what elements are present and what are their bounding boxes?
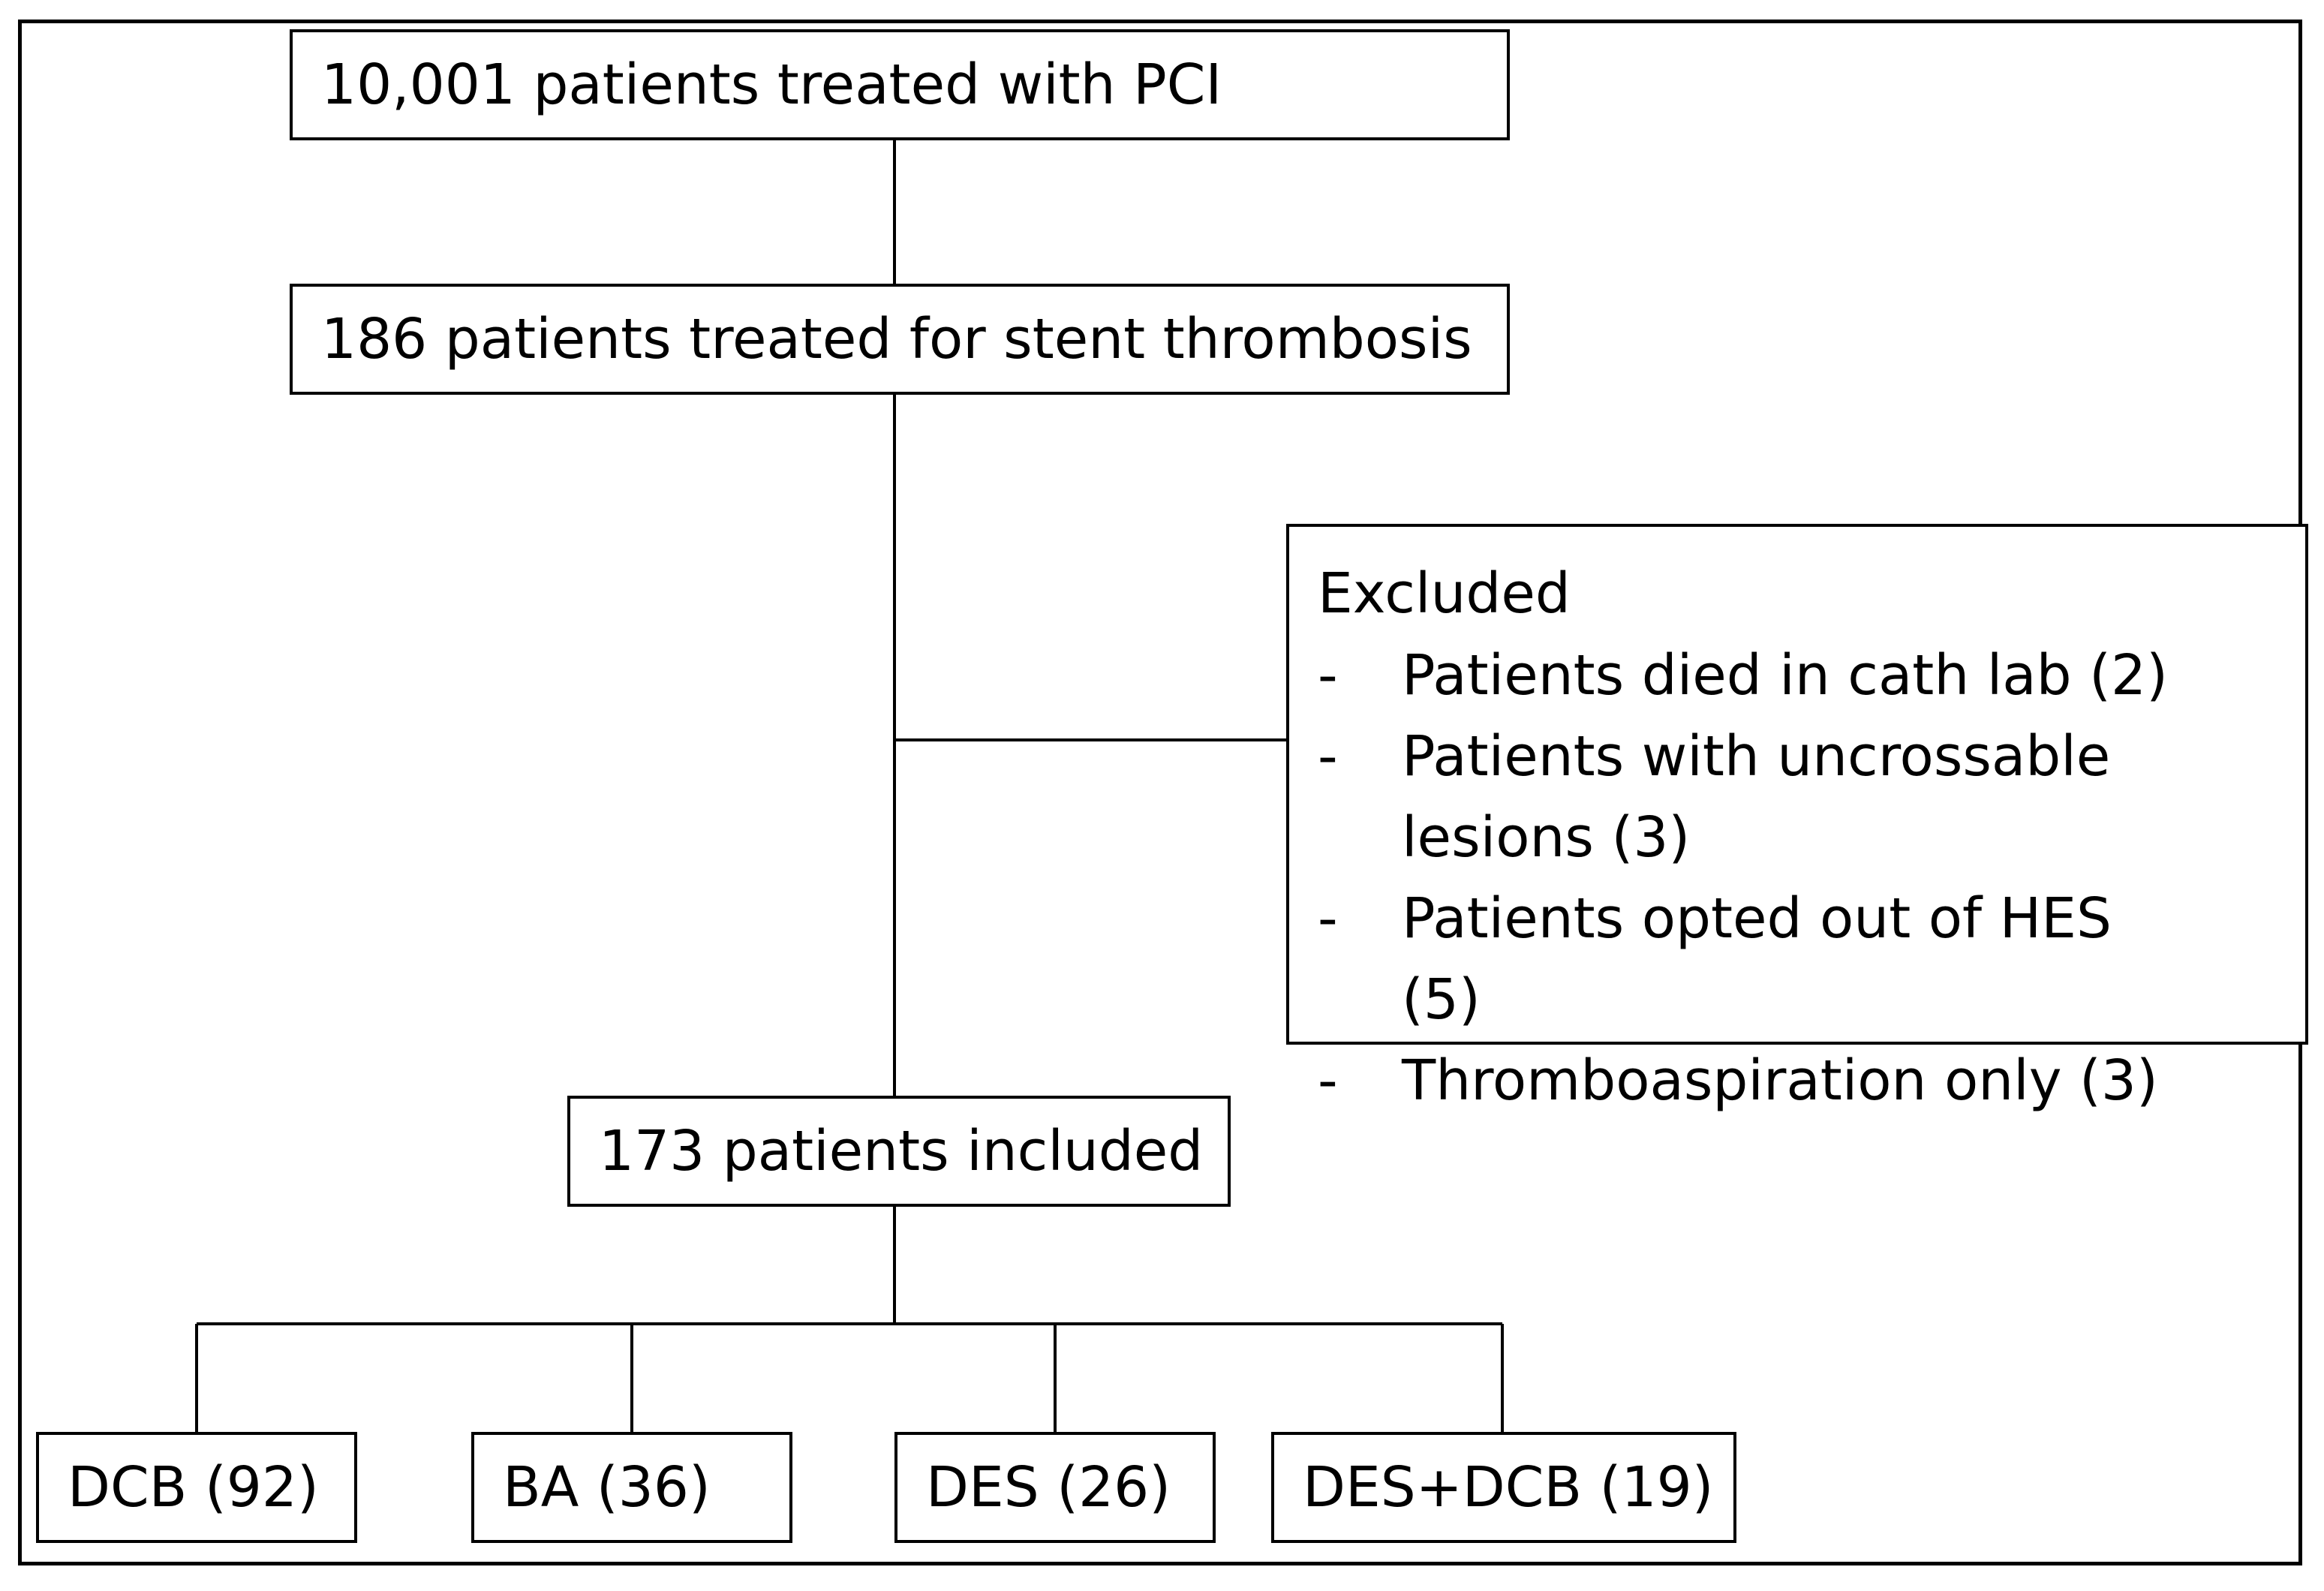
box-excluded: Excluded -Patients died in cath lab (2) … [1286,524,2308,1113]
box-pci-patients-text: 10,001 patients treated with PCI [321,53,1222,117]
box-arm-ba: BA (36) [471,1432,792,1543]
excluded-item-text: Patients opted out of HES (5) [1402,886,2112,1032]
arm-label: DES+DCB (19) [1303,1455,1714,1520]
box-included-text: 173 patients included [599,1119,1204,1183]
box-stent-thrombosis: 186 patients treated for stent thrombosi… [290,284,1510,395]
excluded-item: -Patients with uncrossable lesions (3) [1318,724,2111,870]
box-arm-dcb: DCB (92) [36,1432,357,1543]
arm-label: DCB (92) [68,1455,319,1520]
box-arm-des-dcb: DES+DCB (19) [1271,1432,1736,1543]
box-stent-thrombosis-text: 186 patients treated for stent thrombosi… [321,307,1472,371]
arm-label: BA (36) [503,1455,711,1520]
excluded-list: -Patients died in cath lab (2) -Patients… [1318,635,2305,1121]
box-arm-des: DES (26) [894,1432,1216,1543]
excluded-item: -Thromboaspiration only (3) [1318,1048,2158,1113]
excluded-item: -Patients died in cath lab (2) [1318,643,2168,708]
excluded-item-text: Thromboaspiration only (3) [1402,1048,2158,1113]
box-pci-patients: 10,001 patients treated with PCI [290,29,1510,140]
excluded-title: Excluded [1318,561,1571,626]
box-included: 173 patients included [567,1096,1231,1207]
excluded-item: -Patients opted out of HES (5) [1318,886,2112,1032]
excluded-item-text: Patients died in cath lab (2) [1402,643,2168,708]
excluded-item-text: Patients with uncrossable lesions (3) [1402,724,2111,870]
arm-label: DES (26) [926,1455,1171,1520]
